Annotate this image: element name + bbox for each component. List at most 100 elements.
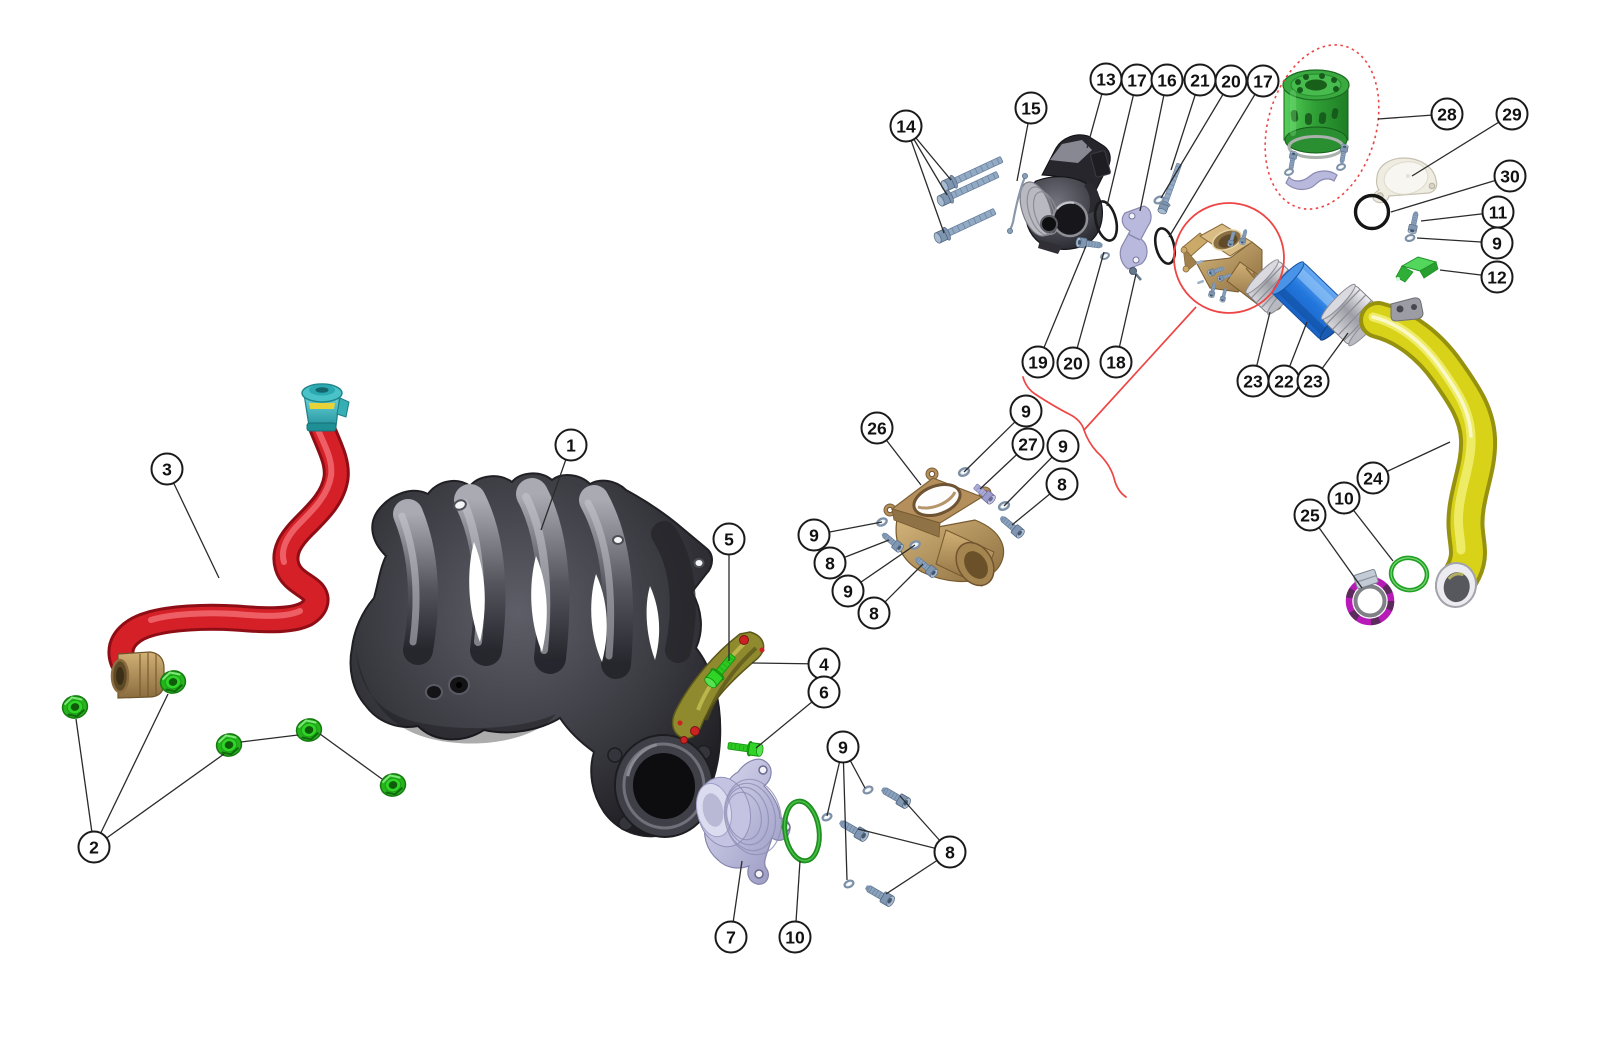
- callout-17-22[interactable]: 17: [1120, 63, 1154, 97]
- hose-brass-elbow: [110, 651, 165, 699]
- callout-10-34[interactable]: 10: [1327, 481, 1361, 515]
- leader-line: [1160, 80, 1232, 199]
- callout-3-2[interactable]: 3: [150, 452, 184, 486]
- support-bracket: [671, 631, 765, 744]
- cover-screws: [836, 783, 913, 909]
- callout-15-20[interactable]: 15: [1014, 91, 1048, 125]
- highlight-annotations: [1022, 44, 1380, 498]
- leader-line: [319, 733, 383, 780]
- cover-o-ring-green: [782, 798, 822, 864]
- callout-6-5[interactable]: 6: [807, 675, 841, 709]
- svg-text:4: 4: [819, 654, 829, 674]
- svg-text:8: 8: [869, 603, 879, 623]
- callout-28-36[interactable]: 28: [1430, 97, 1464, 131]
- bracket-bolt-21: [1155, 161, 1185, 216]
- pipe-o-ring-green: [1388, 555, 1430, 593]
- bracket-screw-lower: [726, 737, 765, 759]
- callout-10-7[interactable]: 10: [778, 920, 812, 954]
- svg-text:20: 20: [1221, 71, 1241, 91]
- callout-29-37[interactable]: 29: [1495, 97, 1529, 131]
- throttle-link-rod: [1007, 172, 1029, 234]
- callout-20-25[interactable]: 20: [1214, 64, 1248, 98]
- callout-9-8[interactable]: 9: [826, 730, 860, 764]
- callout-23-32[interactable]: 23: [1296, 364, 1330, 398]
- svg-text:9: 9: [838, 737, 848, 757]
- callout-21-24[interactable]: 21: [1183, 63, 1217, 97]
- callout-18-29[interactable]: 18: [1099, 345, 1133, 379]
- callout-26-10[interactable]: 26: [860, 411, 894, 445]
- svg-text:8: 8: [1057, 474, 1067, 494]
- leader-line: [842, 746, 848, 881]
- svg-text:15: 15: [1021, 98, 1041, 118]
- svg-text:18: 18: [1106, 352, 1126, 372]
- callout-8-16[interactable]: 8: [813, 546, 847, 580]
- filter-cartridge: [1282, 69, 1350, 159]
- pipe-bracket-tab: [1390, 297, 1424, 322]
- filter-gasket-lavender: [1283, 143, 1349, 191]
- svg-text:28: 28: [1437, 104, 1457, 124]
- callout-9-11[interactable]: 9: [1009, 394, 1043, 428]
- svg-text:5: 5: [724, 529, 734, 549]
- callout-9-13[interactable]: 9: [1046, 429, 1080, 463]
- callout-20-28[interactable]: 20: [1056, 346, 1090, 380]
- svg-text:23: 23: [1303, 371, 1323, 391]
- svg-text:19: 19: [1028, 352, 1048, 372]
- leader-line: [75, 718, 95, 848]
- svg-text:9: 9: [1021, 401, 1031, 421]
- callout-16-23[interactable]: 16: [1150, 63, 1184, 97]
- callout-12-41[interactable]: 12: [1480, 260, 1514, 294]
- callout-22-31[interactable]: 22: [1267, 364, 1301, 398]
- svg-text:24: 24: [1363, 468, 1383, 488]
- leader-line: [1390, 175, 1511, 213]
- callout-25-35[interactable]: 25: [1293, 498, 1327, 532]
- callout-27-12[interactable]: 27: [1011, 427, 1045, 461]
- callout-9-15[interactable]: 9: [797, 518, 831, 552]
- svg-text:1: 1: [566, 435, 576, 455]
- callout-17-26[interactable]: 17: [1246, 64, 1280, 98]
- svg-text:9: 9: [843, 581, 853, 601]
- callout-1-0[interactable]: 1: [554, 428, 588, 462]
- leader-line: [240, 734, 299, 743]
- callout-23-30[interactable]: 23: [1236, 364, 1270, 398]
- callout-30-38[interactable]: 30: [1493, 159, 1527, 193]
- callout-8-18[interactable]: 8: [857, 596, 891, 630]
- callout-14-19[interactable]: 14: [889, 109, 923, 143]
- svg-text:9: 9: [1058, 436, 1068, 456]
- callout-11-39[interactable]: 11: [1481, 195, 1515, 229]
- callout-9-17[interactable]: 9: [831, 574, 865, 608]
- callout-8-14[interactable]: 8: [1045, 467, 1079, 501]
- leader-line: [1106, 79, 1138, 207]
- callout-8-9[interactable]: 8: [933, 835, 967, 869]
- leader-line: [1139, 79, 1168, 212]
- callout-19-27[interactable]: 19: [1021, 345, 1055, 379]
- hose-clamp-magenta: [1345, 568, 1395, 626]
- svg-text:10: 10: [1334, 488, 1354, 508]
- svg-text:3: 3: [162, 459, 172, 479]
- svg-text:27: 27: [1018, 434, 1037, 454]
- svg-text:13: 13: [1096, 69, 1116, 89]
- svg-text:8: 8: [945, 842, 955, 862]
- svg-text:30: 30: [1500, 166, 1520, 186]
- throttle-gasket-2: [1153, 227, 1177, 265]
- svg-text:20: 20: [1063, 353, 1083, 373]
- callout-4-3[interactable]: 4: [807, 647, 841, 681]
- callout-24-33[interactable]: 24: [1356, 461, 1390, 495]
- air-pipe-yellow: [1359, 297, 1498, 608]
- throttle-gasket-1: [1093, 200, 1119, 242]
- callout-5-4[interactable]: 5: [712, 522, 746, 556]
- callout-9-40[interactable]: 9: [1480, 226, 1514, 260]
- svg-text:10: 10: [785, 927, 805, 947]
- sensor-screw-11: [1407, 210, 1421, 235]
- leader-line: [1411, 113, 1513, 177]
- callout-7-6[interactable]: 7: [714, 920, 748, 954]
- svg-text:8: 8: [825, 553, 835, 573]
- coolant-hose-red: [107, 383, 350, 699]
- sensor-washer-9: [1403, 233, 1417, 243]
- svg-text:26: 26: [867, 418, 887, 438]
- callout-2-1[interactable]: 2: [77, 830, 111, 864]
- svg-text:25: 25: [1300, 505, 1320, 525]
- svg-text:14: 14: [896, 116, 916, 136]
- callout-13-21[interactable]: 13: [1089, 62, 1123, 96]
- svg-text:6: 6: [819, 682, 829, 702]
